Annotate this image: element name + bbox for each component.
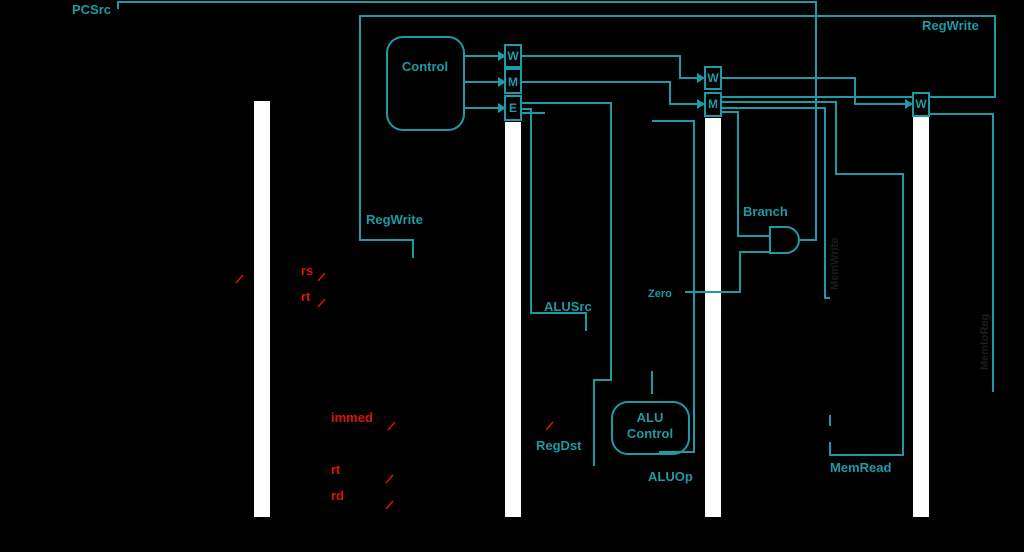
mem-wb-register <box>913 117 929 517</box>
rs-label: rs <box>301 263 313 278</box>
pcsrc-wire <box>117 1 817 241</box>
memwrite-ghost-label: MemWrite <box>829 238 841 290</box>
id-ex-m-label: M <box>508 75 518 89</box>
alusrc-label: ALUSrc <box>544 299 592 314</box>
control-label: Control <box>402 59 448 74</box>
mem-wb-w-label: W <box>915 97 927 111</box>
pcsrc-label: PCSrc <box>72 2 111 17</box>
branch-label: Branch <box>743 204 788 219</box>
regdst-label: RegDst <box>536 438 582 453</box>
ex-mem-m-box <box>704 92 722 117</box>
regwrite-feedback-wire <box>359 15 996 258</box>
branch-and-gate <box>769 226 800 254</box>
rt-label-1: rt <box>301 289 311 304</box>
ex-mem-register <box>705 118 721 517</box>
alu-control-line2: Control <box>627 426 673 441</box>
alu-control-box <box>611 401 690 455</box>
ex-mem-m-label: M <box>708 97 718 111</box>
if-id-register <box>254 101 270 517</box>
regwrite-top-label: RegWrite <box>922 18 979 33</box>
aluop-label: ALUOp <box>648 469 693 484</box>
rd-label: rd <box>331 488 344 503</box>
id-ex-w-label: W <box>507 49 519 63</box>
id-ex-register <box>505 122 521 517</box>
immed-label: immed <box>331 410 373 425</box>
regwrite-id-label: RegWrite <box>366 212 423 227</box>
id-ex-e-label: E <box>509 101 517 115</box>
alu-control-line1: ALU <box>637 410 664 425</box>
rt-label-2: rt <box>331 462 341 477</box>
ex-mem-w-label: W <box>707 71 719 85</box>
memread-label: MemRead <box>830 460 891 475</box>
memtoreg-ghost-label: MemtoReg <box>979 314 991 370</box>
zero-label: Zero <box>648 288 672 300</box>
control-unit <box>386 36 465 131</box>
mem-wb-w-box <box>912 92 930 117</box>
